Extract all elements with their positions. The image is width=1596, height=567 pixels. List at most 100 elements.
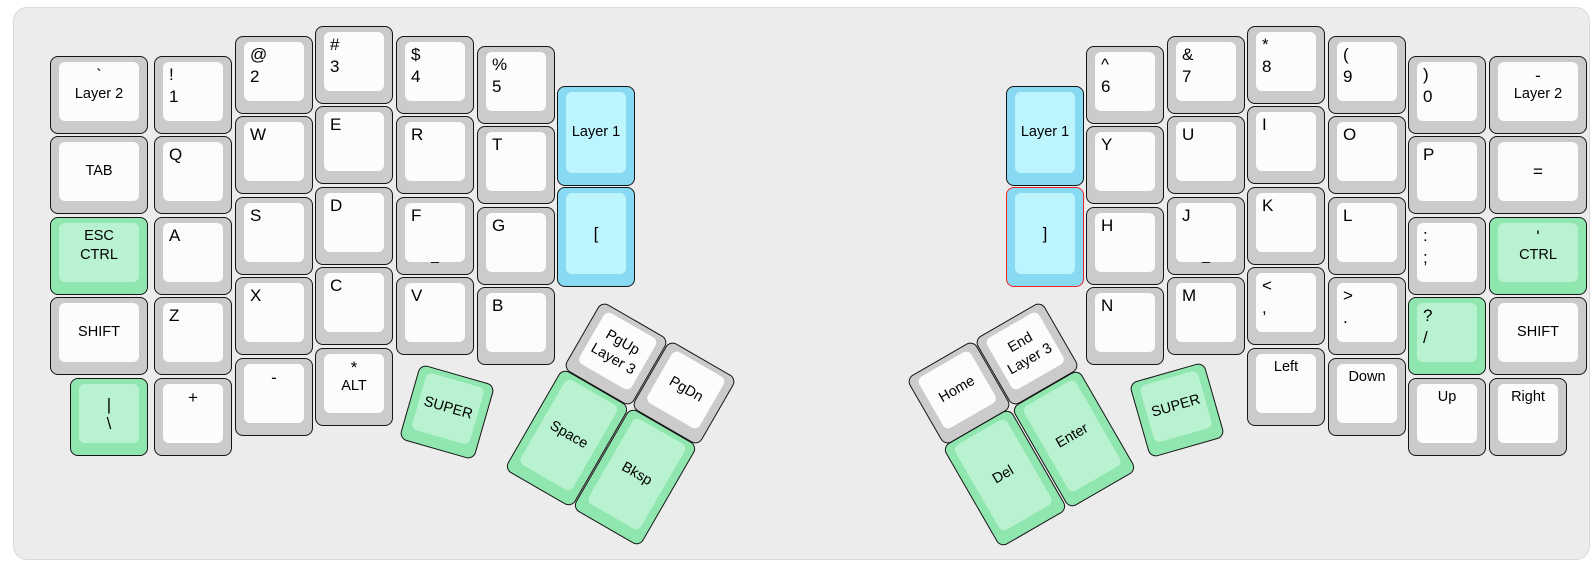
keytop-right-7: &7 bbox=[1176, 42, 1236, 101]
key-left-pipe-backslash[interactable]: |\ bbox=[70, 378, 148, 456]
keytop-right-equals: = bbox=[1498, 142, 1578, 201]
key-label-right-equals: = bbox=[1498, 142, 1578, 201]
key-label-line: Right bbox=[1511, 389, 1545, 405]
key-right-i[interactable]: I bbox=[1247, 106, 1325, 184]
key-right-6[interactable]: ^6 bbox=[1086, 46, 1164, 124]
key-left-w[interactable]: W bbox=[235, 116, 313, 194]
key-left-3[interactable]: #3 bbox=[315, 26, 393, 104]
key-label-right-p: P bbox=[1417, 142, 1477, 201]
key-right-n[interactable]: N bbox=[1086, 287, 1164, 365]
key-label-line: # bbox=[330, 35, 340, 54]
key-right-quote-ctrl[interactable]: 'CTRL bbox=[1489, 217, 1587, 295]
key-left-x[interactable]: X bbox=[235, 277, 313, 355]
key-right-period[interactable]: >. bbox=[1328, 277, 1406, 355]
key-right-m[interactable]: M bbox=[1167, 277, 1245, 355]
key-left-2[interactable]: @2 bbox=[235, 36, 313, 114]
key-left-4[interactable]: $4 bbox=[396, 36, 474, 114]
key-left-e[interactable]: E bbox=[315, 106, 393, 184]
key-label-left-5: %5 bbox=[486, 52, 546, 111]
key-left-open-bracket[interactable]: [ bbox=[557, 187, 635, 287]
key-right-9[interactable]: (9 bbox=[1328, 36, 1406, 114]
key-right-shift[interactable]: SHIFT bbox=[1489, 297, 1587, 375]
key-left-c[interactable]: C bbox=[315, 267, 393, 345]
key-right-left-arrow[interactable]: Left bbox=[1247, 348, 1325, 426]
key-left-b[interactable]: B bbox=[477, 287, 555, 365]
keytop-right-right-arrow: Right bbox=[1498, 384, 1558, 443]
key-label-right-7: &7 bbox=[1176, 42, 1236, 101]
keytop-right-super: SUPER bbox=[1139, 370, 1214, 444]
key-label-left-d: D bbox=[324, 193, 384, 252]
keytop-right-period: >. bbox=[1337, 283, 1397, 342]
key-right-8[interactable]: *8 bbox=[1247, 26, 1325, 104]
key-left-grave-layer2[interactable]: `Layer 2 bbox=[50, 56, 148, 134]
key-right-semicolon[interactable]: :; bbox=[1408, 217, 1486, 295]
key-label-line: TAB bbox=[85, 163, 113, 179]
key-left-v[interactable]: V bbox=[396, 277, 474, 355]
key-label-line: K bbox=[1262, 196, 1274, 215]
key-label-right-slash: ?/ bbox=[1417, 303, 1477, 362]
key-left-1[interactable]: !1 bbox=[154, 56, 232, 134]
key-right-close-bracket[interactable]: ] bbox=[1006, 187, 1084, 287]
key-right-h[interactable]: H bbox=[1086, 207, 1164, 285]
key-label-line: CTRL bbox=[80, 247, 118, 263]
key-left-q[interactable]: Q bbox=[154, 136, 232, 214]
key-right-y[interactable]: Y bbox=[1086, 126, 1164, 204]
keytop-left-w: W bbox=[244, 122, 304, 181]
key-left-shift[interactable]: SHIFT bbox=[50, 297, 148, 375]
key-left-a[interactable]: A bbox=[154, 217, 232, 295]
key-label-right-comma: <, bbox=[1256, 273, 1316, 332]
key-right-u[interactable]: U bbox=[1167, 116, 1245, 194]
key-right-down-arrow[interactable]: Down bbox=[1328, 358, 1406, 436]
key-label-line: ' bbox=[1536, 227, 1540, 246]
key-label-line: Layer 1 bbox=[1020, 124, 1070, 140]
key-label-line: C bbox=[330, 276, 343, 295]
key-left-star-alt[interactable]: *ALT bbox=[315, 348, 393, 426]
keytop-left-4: $4 bbox=[405, 42, 465, 101]
key-label-line: Space bbox=[547, 417, 591, 452]
key-left-z[interactable]: Z bbox=[154, 297, 232, 375]
key-right-up-arrow[interactable]: Up bbox=[1408, 378, 1486, 456]
key-right-equals[interactable]: = bbox=[1489, 136, 1587, 214]
key-label-line: 8 bbox=[1262, 57, 1272, 76]
key-left-t[interactable]: T bbox=[477, 126, 555, 204]
keytop-right-close-bracket: ] bbox=[1015, 193, 1075, 274]
key-right-slash[interactable]: ?/ bbox=[1408, 297, 1486, 375]
key-left-g[interactable]: G bbox=[477, 207, 555, 285]
key-label-line: 7 bbox=[1182, 67, 1192, 86]
key-right-super[interactable]: SUPER bbox=[1128, 361, 1226, 459]
key-left-5[interactable]: %5 bbox=[477, 46, 555, 124]
key-right-right-arrow[interactable]: Right bbox=[1489, 378, 1567, 456]
key-right-l[interactable]: L bbox=[1328, 197, 1406, 275]
key-right-p[interactable]: P bbox=[1408, 136, 1486, 214]
key-label-line: P bbox=[1423, 145, 1435, 164]
key-label-line: 9 bbox=[1343, 67, 1353, 86]
key-right-0[interactable]: )0 bbox=[1408, 56, 1486, 134]
key-label-line: ( bbox=[1343, 45, 1349, 64]
key-right-layer1[interactable]: Layer 1 bbox=[1006, 86, 1084, 186]
key-label-line: Layer 2 bbox=[74, 86, 124, 102]
key-left-d[interactable]: D bbox=[315, 187, 393, 265]
key-left-super[interactable]: SUPER bbox=[398, 363, 496, 461]
key-right-j[interactable]: J_ bbox=[1167, 197, 1245, 275]
key-left-tab[interactable]: TAB bbox=[50, 136, 148, 214]
key-right-minus-layer2[interactable]: -Layer 2 bbox=[1489, 56, 1587, 134]
key-right-k[interactable]: K bbox=[1247, 187, 1325, 265]
key-right-7[interactable]: &7 bbox=[1167, 36, 1245, 114]
keytop-right-6: ^6 bbox=[1095, 52, 1155, 111]
key-label-line: G bbox=[492, 216, 506, 235]
key-label-right-semicolon: :; bbox=[1417, 223, 1477, 282]
key-right-comma[interactable]: <, bbox=[1247, 267, 1325, 345]
key-right-o[interactable]: O bbox=[1328, 116, 1406, 194]
key-left-r[interactable]: R bbox=[396, 116, 474, 194]
key-label-left-grave-layer2: `Layer 2 bbox=[59, 62, 139, 121]
key-left-plus[interactable]: + bbox=[154, 378, 232, 456]
keytop-right-semicolon: :; bbox=[1417, 223, 1477, 282]
key-left-minus[interactable]: - bbox=[235, 358, 313, 436]
key-left-f[interactable]: F_ bbox=[396, 197, 474, 275]
key-left-layer1[interactable]: Layer 1 bbox=[557, 86, 635, 186]
key-left-s[interactable]: S bbox=[235, 197, 313, 275]
key-label-left-plus: + bbox=[163, 384, 223, 443]
